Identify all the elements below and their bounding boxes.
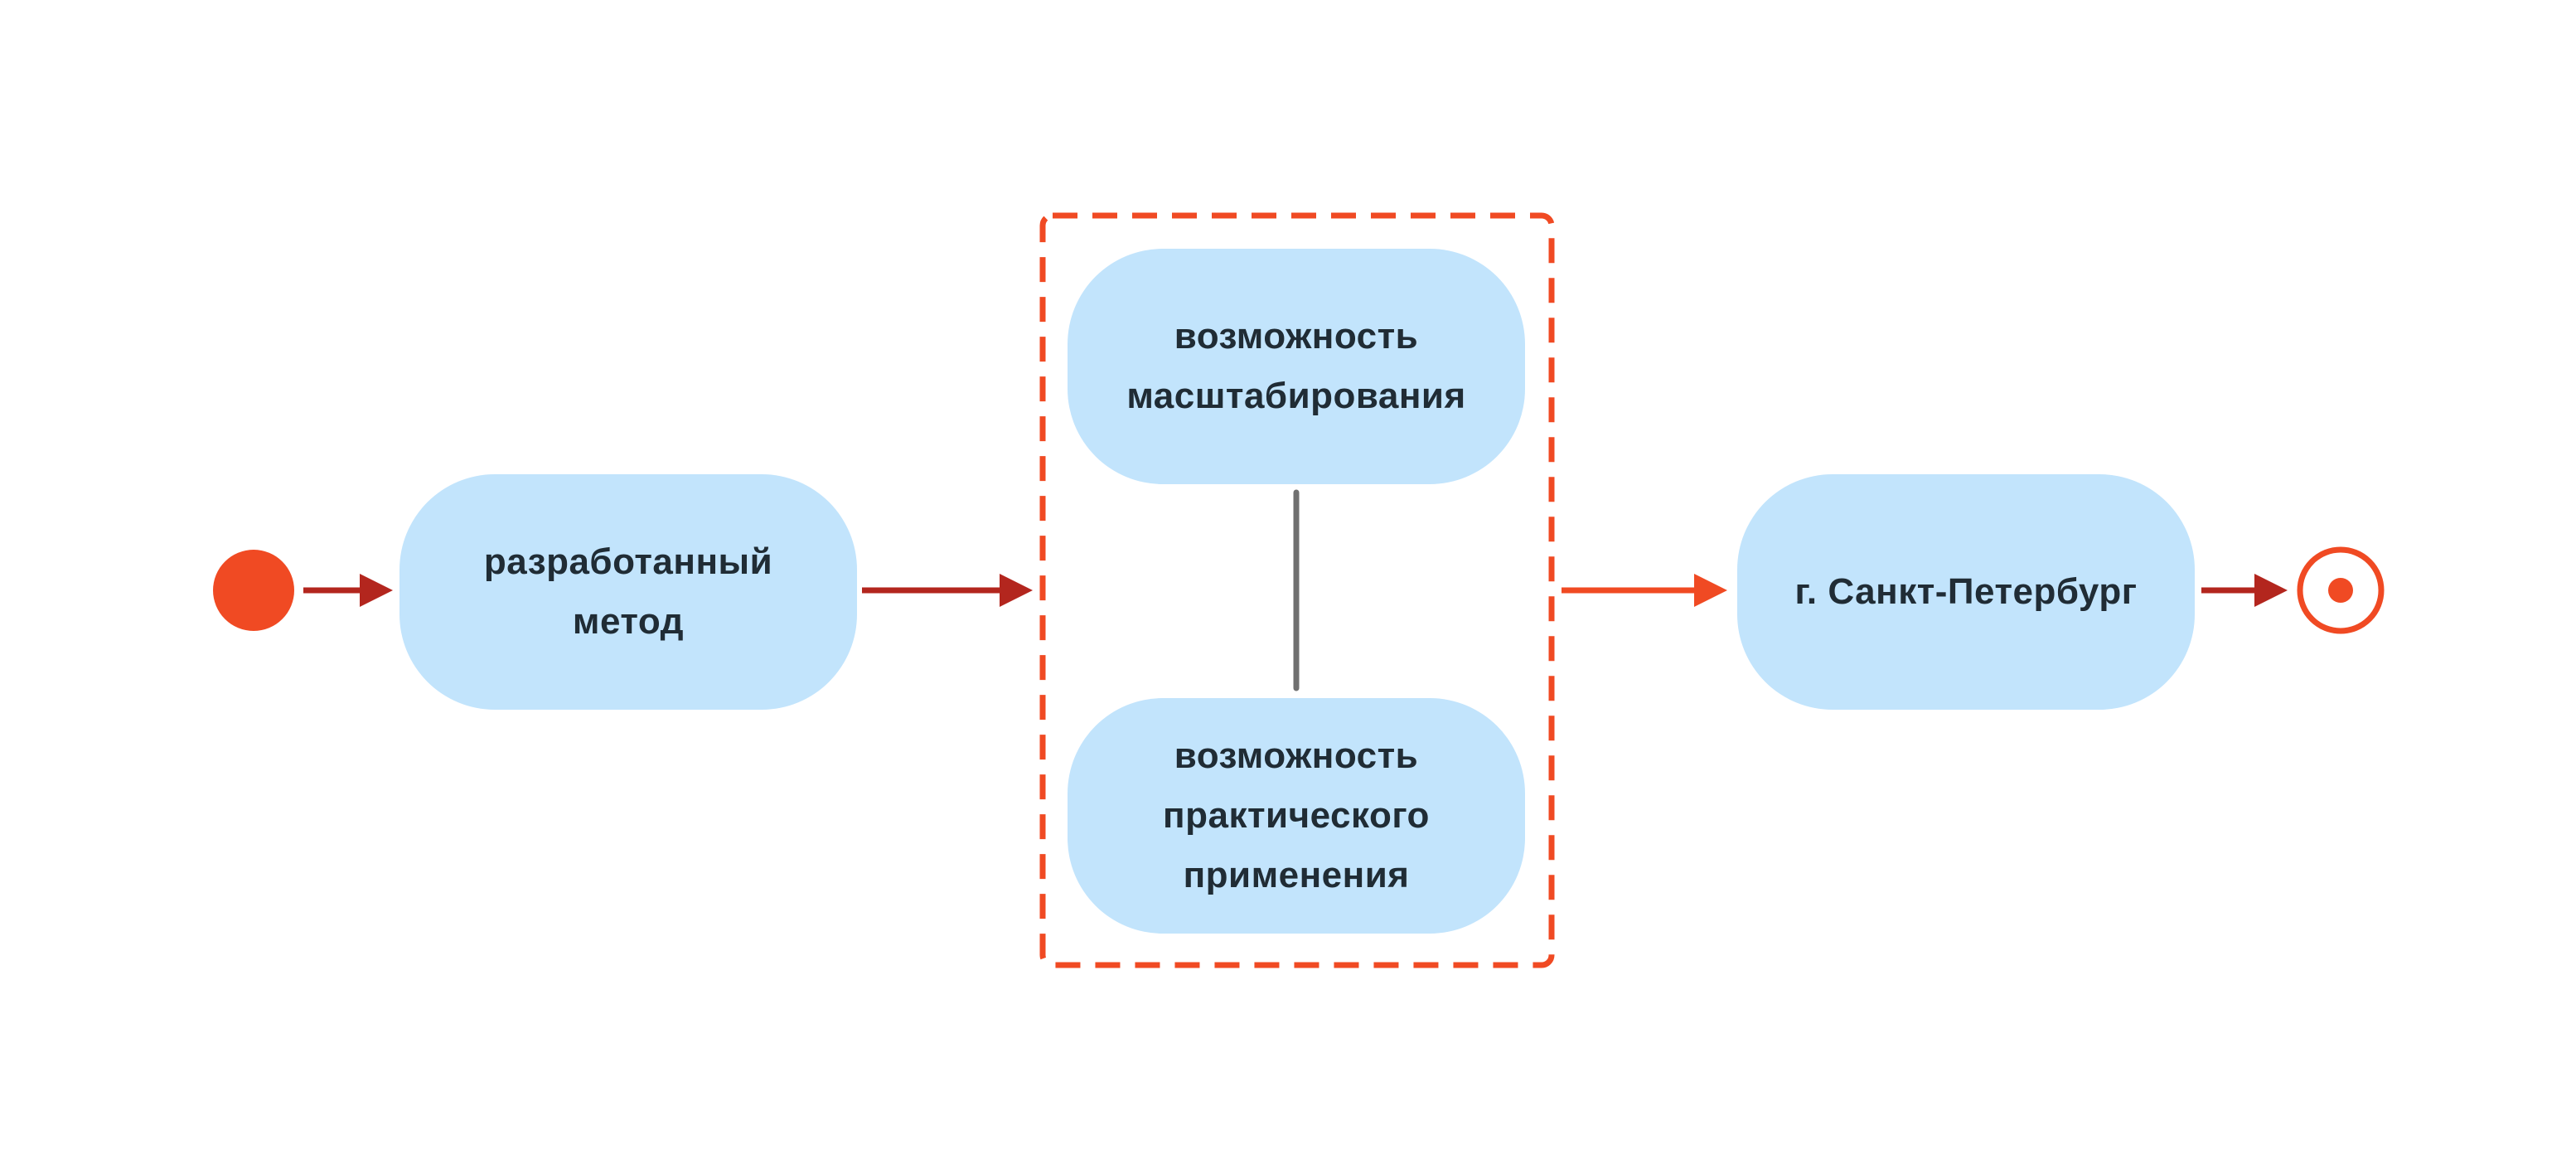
node-saint-petersburg: г. Санкт-Петербург: [1737, 474, 2195, 710]
node-label-line: масштабирования: [1126, 376, 1466, 416]
node-label-line: возможность: [1174, 316, 1419, 357]
node-label-line: практического: [1163, 795, 1430, 836]
arrow-method-to-group: [862, 574, 1033, 607]
parallel-group-frame: [1039, 212, 1555, 968]
start-node-icon: [213, 550, 294, 631]
end-node-icon: [2297, 546, 2385, 634]
node-label-line: применения: [1183, 855, 1410, 895]
node-label-line: возможность: [1174, 735, 1419, 776]
node-label-line: разработанный: [483, 541, 773, 582]
arrow-group-to-city: [1562, 574, 1727, 607]
arrow-city-to-end: [2201, 574, 2288, 607]
node-practical-application: возможность практического применения: [1068, 698, 1525, 934]
arrow-start-to-method: [303, 574, 393, 607]
node-scalability: возможность масштабирования: [1068, 249, 1525, 484]
node-developed-method: разработанный метод: [399, 474, 857, 710]
node-label-line: метод: [572, 601, 685, 642]
node-label-line: г. Санкт-Петербург: [1794, 571, 2138, 612]
